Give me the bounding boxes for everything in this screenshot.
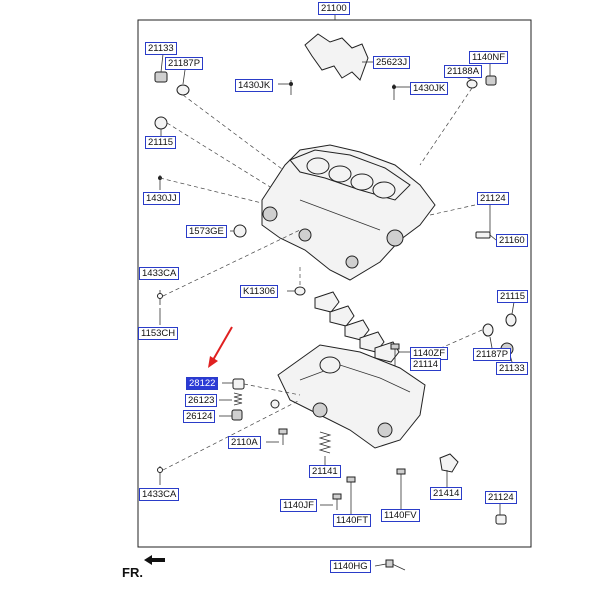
callout-1430JK-right[interactable]: 1430JK bbox=[410, 82, 449, 95]
front-direction-label: FR. bbox=[122, 565, 143, 580]
callout-1573GE[interactable]: 1573GE bbox=[186, 225, 227, 238]
callout-25623J[interactable]: 25623J bbox=[373, 56, 411, 69]
callout-28122-highlighted[interactable]: 28122 bbox=[186, 377, 219, 390]
callout-1140NF[interactable]: 1140NF bbox=[469, 51, 509, 64]
front-direction-arrow-icon bbox=[144, 555, 165, 565]
callout-21141[interactable]: 21141 bbox=[309, 465, 341, 478]
valve-28122-part bbox=[232, 378, 245, 390]
callout-1140FT[interactable]: 1140FT bbox=[333, 514, 372, 527]
bolt-1140FV-part bbox=[396, 468, 406, 509]
callout-21187P-right[interactable]: 21187P bbox=[473, 348, 512, 361]
callout-1140JF[interactable]: 1140JF bbox=[280, 499, 317, 512]
callout-21124-top[interactable]: 21124 bbox=[477, 192, 509, 205]
callout-21115-left[interactable]: 21115 bbox=[145, 136, 177, 149]
callout-21133-right[interactable]: 21133 bbox=[496, 362, 528, 375]
callout-21414[interactable]: 21414 bbox=[430, 487, 463, 500]
clip-21414-part bbox=[439, 453, 459, 473]
dowel-21124-bottom-part bbox=[495, 514, 507, 525]
seal-1573GE-part bbox=[233, 224, 247, 238]
plug-21115-right-part bbox=[505, 313, 517, 327]
pointer-arrow bbox=[208, 326, 233, 368]
callout-1153CH[interactable]: 1153CH bbox=[138, 327, 179, 340]
callout-1140FV[interactable]: 1140FV bbox=[381, 509, 420, 522]
plug-1140NF-part bbox=[485, 75, 497, 86]
callout-21115-right[interactable]: 21115 bbox=[497, 290, 529, 303]
bolt-2110A-part bbox=[278, 428, 288, 445]
callout-1140HG[interactable]: 1140HG bbox=[330, 560, 371, 573]
callout-1433CA-bottom[interactable]: 1433CA bbox=[139, 488, 180, 501]
oring-21188A-part bbox=[466, 79, 478, 89]
gasket-part bbox=[304, 33, 369, 81]
bolt-1140HG-part bbox=[385, 559, 406, 571]
plug-26124-part bbox=[231, 409, 243, 421]
callout-21124-bottom[interactable]: 21124 bbox=[485, 491, 517, 504]
callout-1433CA-top[interactable]: 1433CA bbox=[139, 267, 180, 280]
spring-21141-part bbox=[318, 431, 332, 454]
oil-pan-part bbox=[277, 344, 426, 449]
cylinder-block-part bbox=[261, 144, 436, 281]
bolt-1140ZF-part bbox=[390, 343, 400, 368]
callout-21114[interactable]: 21114 bbox=[410, 358, 442, 371]
bolt-1140FT-part bbox=[346, 476, 356, 514]
diagram-frame bbox=[137, 19, 532, 548]
callout-K11306[interactable]: K11306 bbox=[240, 285, 279, 298]
callout-21188A[interactable]: 21188A bbox=[444, 65, 483, 78]
callout-26123[interactable]: 26123 bbox=[185, 394, 218, 407]
bolt-1430JK-right-part bbox=[392, 84, 396, 100]
callout-21133-top[interactable]: 21133 bbox=[145, 42, 177, 55]
pin-K11306-part bbox=[294, 286, 306, 296]
pin-1433CA-bottom-part bbox=[157, 466, 163, 485]
pin-1430JJ-part bbox=[158, 175, 162, 190]
callout-2110A[interactable]: 2110A bbox=[228, 436, 261, 449]
callout-1430JK-left[interactable]: 1430JK bbox=[235, 79, 274, 92]
bolt-1140JF-part bbox=[332, 493, 342, 510]
callout-21187P-top[interactable]: 21187P bbox=[165, 57, 204, 70]
callout-21160[interactable]: 21160 bbox=[496, 234, 528, 247]
bolt-1430JK-left-part bbox=[289, 80, 293, 95]
callout-26124[interactable]: 26124 bbox=[183, 410, 216, 423]
oring-21187P-part bbox=[176, 84, 190, 96]
callout-1430JJ[interactable]: 1430JJ bbox=[143, 192, 180, 205]
bearing-caps-part bbox=[314, 291, 400, 363]
callout-21100[interactable]: 21100 bbox=[318, 2, 350, 15]
spring-26123-part bbox=[233, 392, 243, 406]
dowel-21160-part bbox=[475, 231, 491, 239]
pin-1433CA-top-part bbox=[157, 290, 163, 305]
plug-21133-part bbox=[154, 71, 168, 83]
plug-21115-left-part bbox=[154, 116, 168, 130]
oring-21187P-right-part bbox=[482, 323, 494, 337]
